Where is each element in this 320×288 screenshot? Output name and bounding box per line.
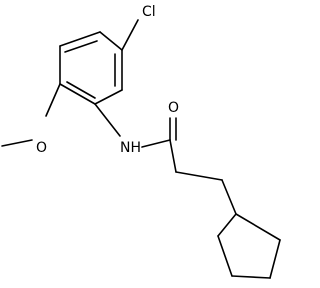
bond-ring-chlorine — [121, 19, 139, 51]
bond-ring-nitrogen — [94, 103, 121, 137]
benzene-ring — [59, 31, 123, 105]
bond-ch2-ch2 — [175, 171, 223, 181]
bond-oxygen-methyl — [1, 139, 33, 147]
cyclopentane-ring — [217, 213, 281, 279]
carbonyl-oxygen-label: O — [168, 100, 179, 116]
cyclopentane-bond-3 — [231, 275, 271, 279]
bond-carbonyl-ch2 — [169, 139, 177, 173]
cyclopentane-bond-2 — [217, 235, 233, 277]
ring-bond-c1-c2-inner — [64, 40, 98, 53]
ring-bond-c4-c5 — [94, 89, 123, 105]
bond-nitrogen-carbonyl — [141, 139, 171, 148]
molecule-structure-diagram: Cl O NH O — [1, 4, 281, 279]
bond-ring-ether-oxygen — [45, 83, 61, 117]
ring-bond-c3-c4-inner — [66, 81, 96, 99]
bond-ch2-cyclopentyl — [221, 179, 237, 215]
ring-bond-c1-c2 — [59, 31, 101, 47]
ring-bond-c6-c1 — [99, 31, 123, 51]
cyclopentane-bond-1 — [217, 213, 237, 237]
ring-bond-c3-c4 — [59, 83, 96, 105]
ether-oxygen-label: O — [36, 140, 47, 156]
cyclopentane-bond-5 — [235, 213, 281, 241]
amide-nitrogen-label: NH — [120, 140, 141, 156]
cyclopentane-bond-4 — [269, 239, 281, 279]
chlorine-label: Cl — [142, 4, 156, 20]
